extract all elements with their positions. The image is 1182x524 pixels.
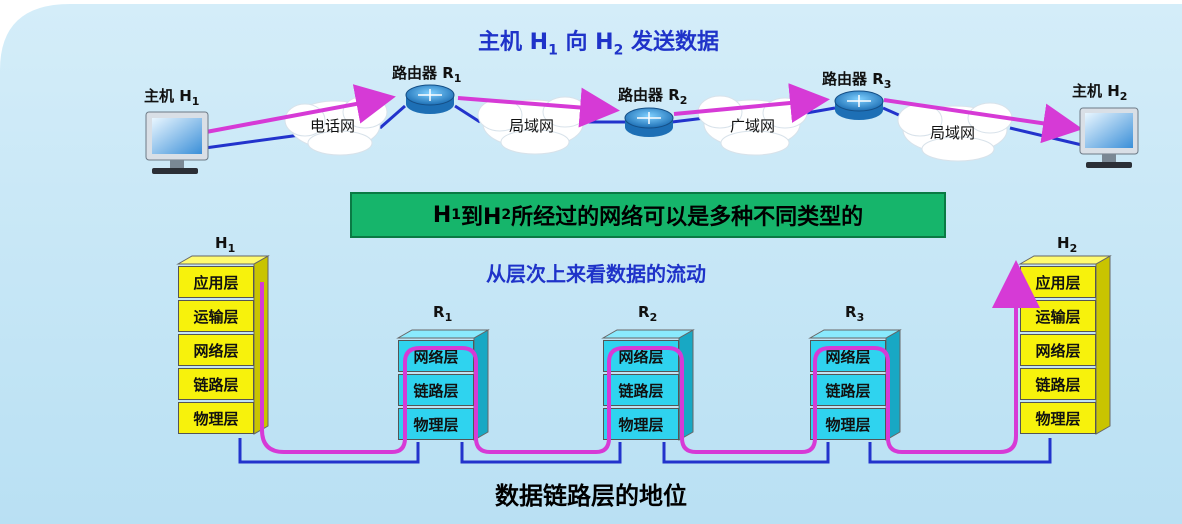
data-path-arrow-3	[673, 83, 830, 123]
layer-physical: 物理层	[1020, 402, 1096, 434]
cloud-lan-2	[897, 102, 1013, 162]
layer-application: 应用层	[1020, 266, 1096, 298]
layer-link: 链路层	[1020, 368, 1096, 400]
router-icon-r2	[624, 107, 674, 137]
cloud-lan-1	[477, 96, 588, 155]
stack-label-r2: R2	[638, 303, 658, 324]
host-label-h2: 主机 H2	[1072, 82, 1128, 103]
layer-transport: 运输层	[1020, 300, 1096, 332]
layer-network: 网络层	[810, 340, 886, 372]
data-path-arrow-2	[457, 87, 620, 128]
layer-link: 链路层	[810, 374, 886, 406]
cloud-label-lan-1: 局域网	[509, 117, 555, 135]
layer-physical: 物理层	[398, 408, 474, 440]
layer-network: 网络层	[178, 334, 254, 366]
cloud-label-telephone: 电话网	[310, 117, 356, 135]
layer-link: 链路层	[603, 374, 679, 406]
layer-transport: 运输层	[178, 300, 254, 332]
layer-physical: 物理层	[603, 408, 679, 440]
computer-icon-h2	[1079, 107, 1139, 168]
layer-application: 应用层	[178, 266, 254, 298]
top-title: 主机 H1 向 H2 发送数据	[478, 30, 719, 59]
layer-physical: 物理层	[178, 402, 254, 434]
layer-link: 链路层	[398, 374, 474, 406]
cloud-label-wan: 广域网	[730, 117, 776, 135]
stack-label-r3: R3	[845, 303, 865, 324]
router-label-r3: 路由器 R3	[822, 70, 892, 91]
layer-network: 网络层	[398, 340, 474, 372]
stack-label-h1: H1	[215, 234, 236, 255]
cloud-label-lan-2: 局域网	[930, 124, 976, 142]
layer-flow-subtitle: 从层次上来看数据的流动	[486, 262, 706, 286]
host-label-h1: 主机 H1	[144, 87, 200, 108]
stack-label-r1: R1	[433, 303, 453, 324]
stack-label-h2: H2	[1057, 234, 1078, 255]
layer-network: 网络层	[603, 340, 679, 372]
router-label-r2: 路由器 R2	[618, 86, 688, 107]
layer-network: 网络层	[1020, 334, 1096, 366]
layer-physical: 物理层	[810, 408, 886, 440]
router-icon-r3	[834, 90, 884, 120]
computer-icon-h1	[145, 111, 209, 174]
router-label-r1: 路由器 R1	[392, 64, 462, 85]
bottom-title: 数据链路层的地位	[495, 482, 687, 510]
router-icon-r1	[405, 84, 455, 114]
data-path-arrow-1	[205, 84, 396, 134]
data-path-arrow-4	[883, 98, 1083, 144]
layer-link: 链路层	[178, 368, 254, 400]
